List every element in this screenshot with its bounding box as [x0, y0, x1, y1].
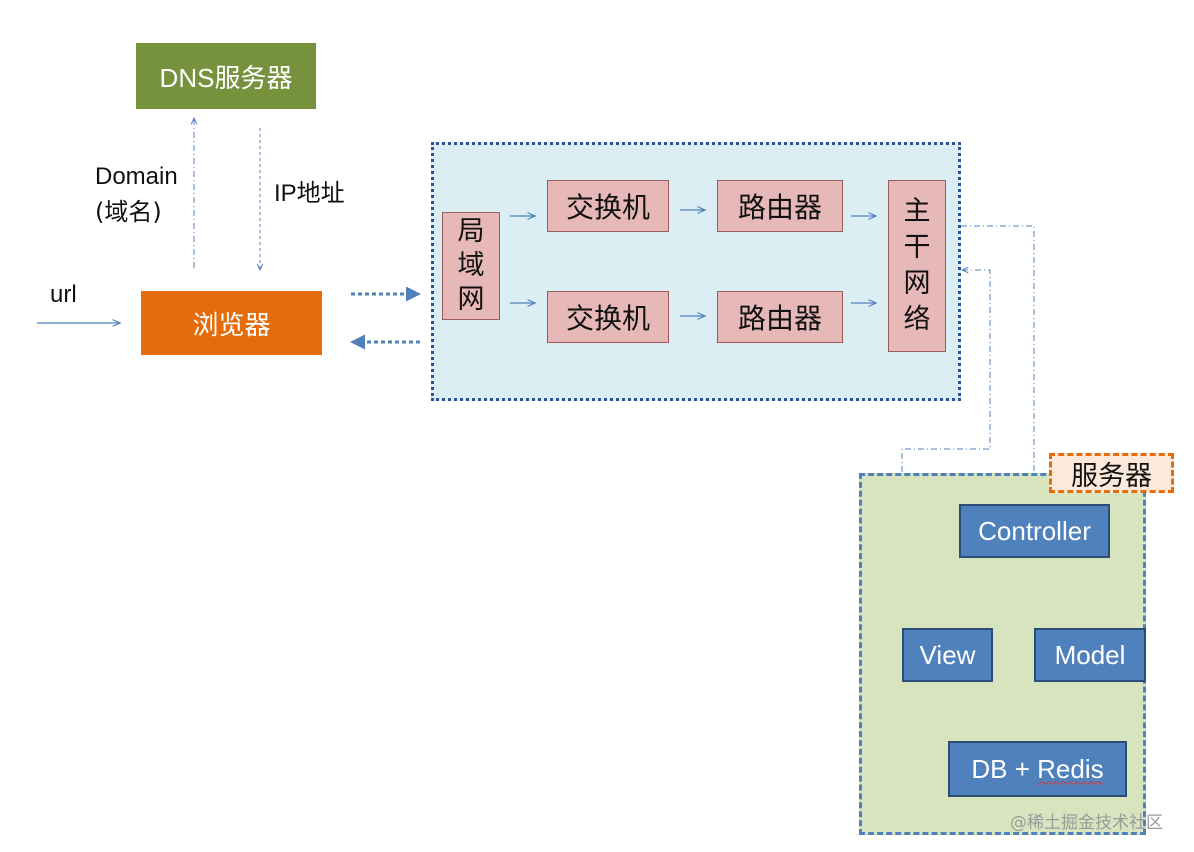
- lan-node: 局域网: [442, 212, 500, 320]
- browser-label: 浏览器: [192, 309, 271, 340]
- server-tag: 服务器: [1049, 453, 1174, 493]
- network-group: [431, 142, 961, 401]
- switch-label-2: 交换机: [565, 302, 650, 335]
- redis-label: Redis: [1037, 753, 1104, 784]
- router-label-2: 路由器: [737, 302, 822, 335]
- router-label-1: 路由器: [737, 191, 822, 224]
- backbone-to-controller-line: [948, 225, 1034, 500]
- db-label: DB +: [971, 753, 1038, 784]
- view-label: View: [919, 639, 976, 670]
- domain-label: Domain: [95, 163, 178, 190]
- switch-label-1: 交换机: [565, 191, 650, 224]
- dns-server-node: DNS服务器: [136, 43, 316, 109]
- switch-node-1: 交换机: [547, 180, 669, 232]
- backbone-label: 主干网络: [903, 196, 931, 335]
- router-node-1: 路由器: [717, 180, 843, 232]
- controller-node: Controller: [959, 504, 1110, 558]
- browser-node: 浏览器: [141, 291, 322, 355]
- controller-label: Controller: [978, 515, 1091, 546]
- lan-label: 局域网: [457, 216, 485, 315]
- model-node: Model: [1034, 628, 1146, 682]
- model-label: Model: [1054, 639, 1126, 670]
- server-tag-label: 服务器: [1071, 460, 1152, 492]
- domain-cn-label: (域名): [95, 198, 162, 226]
- switch-node-2: 交换机: [547, 291, 669, 343]
- view-node: View: [902, 628, 993, 682]
- backbone-node: 主干网络: [888, 180, 946, 352]
- url-label: url: [50, 281, 77, 308]
- router-node-2: 路由器: [717, 291, 843, 343]
- dns-server-label: DNS服务器: [159, 62, 293, 93]
- watermark: @稀土掘金技术社区: [1010, 813, 1163, 833]
- db-redis-node: DB + Redis: [948, 741, 1127, 797]
- ip-address-label: IP地址: [274, 180, 345, 207]
